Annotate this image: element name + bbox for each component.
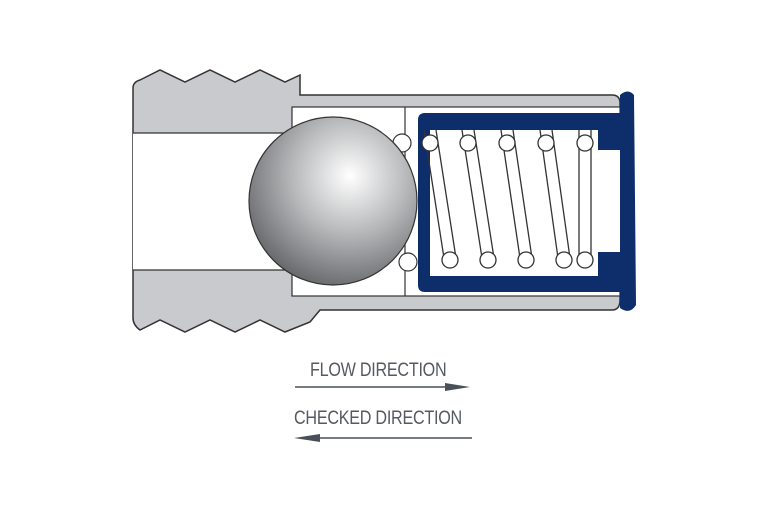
- spring-coil: [500, 129, 533, 259]
- spring: [421, 129, 594, 269]
- spring-wire-section: [576, 134, 594, 152]
- spring-coil: [461, 129, 495, 259]
- spring-wire-section: [479, 251, 497, 269]
- spring-wire-section: [421, 134, 439, 152]
- spring-coil: [539, 129, 571, 259]
- cap-flange: [620, 91, 636, 311]
- spring-wire-section: [459, 134, 477, 152]
- spring-wire-section: [517, 251, 535, 269]
- check-ball: [248, 116, 418, 286]
- spring-wire-section: [498, 134, 516, 152]
- flow-arrowhead: [445, 383, 470, 391]
- spring-wire-section: [441, 251, 459, 269]
- spring-wire-section: [555, 251, 573, 269]
- spring-coil: [423, 129, 457, 259]
- flow-direction-label: FLOW DIRECTION: [310, 360, 447, 381]
- checked-arrowhead: [294, 434, 320, 442]
- spring-wire-section: [537, 134, 555, 152]
- checked-direction-label: CHECKED DIRECTION: [294, 408, 462, 429]
- spring-coil: [578, 130, 592, 258]
- spring-wire-section: [576, 251, 594, 269]
